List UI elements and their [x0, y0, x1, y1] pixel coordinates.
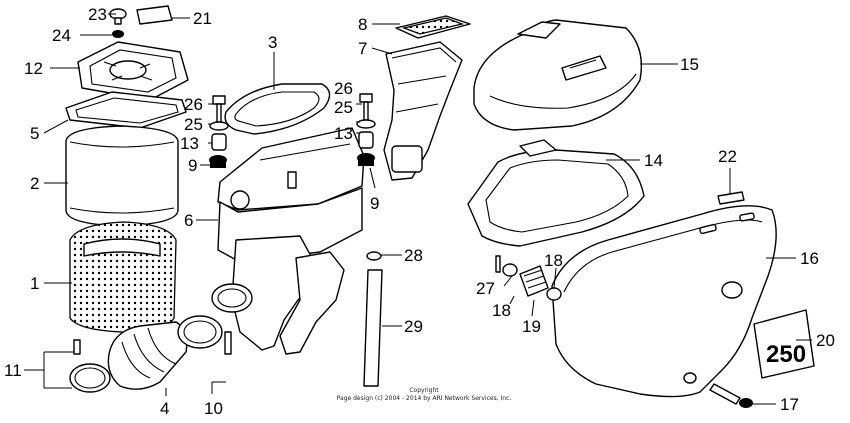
- label-20: 20: [816, 331, 835, 350]
- bolt-left: [212, 95, 226, 123]
- copyright-line-2: Page design (c) 2004 - 2014 by ARI Netwo…: [337, 395, 512, 402]
- connecting-tube: [107, 321, 188, 390]
- air-cleaner-element: [69, 221, 177, 333]
- label-11: 11: [4, 361, 22, 380]
- tube-clip: [366, 251, 382, 261]
- air-cleaner-case: [65, 125, 179, 227]
- label-7: 7: [358, 39, 367, 58]
- label-27: 27: [476, 279, 495, 298]
- label-29: 29: [404, 317, 423, 336]
- battery-cover: [473, 19, 643, 131]
- wing-bolt: [109, 8, 127, 25]
- collar-spring: [519, 265, 549, 297]
- label-8: 8: [358, 15, 367, 34]
- label-16: 16: [800, 249, 819, 268]
- label-26-left: 26: [184, 95, 203, 114]
- washer-left: [209, 121, 229, 131]
- label-14: 14: [644, 151, 663, 170]
- emblem-250: 250: [753, 309, 815, 379]
- side-cover-emblem-label: [717, 191, 745, 205]
- label-6: 6: [184, 211, 193, 230]
- intake-duct: [383, 41, 463, 181]
- nut: [112, 30, 124, 38]
- label-26-right: 26: [334, 79, 353, 98]
- band-screw-right: [224, 331, 232, 355]
- label-15: 15: [680, 55, 699, 74]
- tube-band-left: [69, 363, 111, 393]
- label-9-right: 9: [370, 194, 379, 213]
- bolt-right: [359, 93, 373, 121]
- emblem-text: 250: [766, 341, 806, 368]
- collar-right: [358, 131, 374, 149]
- label-28: 28: [404, 246, 423, 265]
- label-24: 24: [52, 26, 71, 45]
- washer-right: [356, 119, 376, 129]
- side-cover: [551, 205, 777, 398]
- label-13-left: 13: [180, 134, 199, 153]
- label-5: 5: [30, 124, 39, 143]
- grommet-b: [546, 287, 562, 301]
- side-cover-screw: [709, 383, 753, 408]
- label-21: 21: [193, 9, 212, 28]
- intake-screen: [395, 15, 471, 39]
- grommet-a: [502, 263, 518, 277]
- air-cleaner-cover: [77, 41, 189, 101]
- label-9-left: 9: [188, 156, 197, 175]
- label-23: 23: [88, 5, 107, 24]
- label-1: 1: [30, 274, 39, 293]
- pin: [495, 255, 501, 273]
- tube-band-right: [177, 315, 223, 349]
- label-13-right: 13: [334, 124, 353, 143]
- housing-gasket: [224, 83, 331, 135]
- label-25-right: 25: [334, 98, 353, 117]
- label-25-left: 25: [184, 115, 203, 134]
- air-cleaner-housing: [211, 127, 365, 355]
- air-cleaner-gasket: [65, 91, 187, 129]
- label-3: 3: [268, 33, 277, 52]
- leader-lines: [24, 13, 812, 405]
- copyright-notice: Copyright Page design (c) 2004 - 2014 by…: [337, 387, 512, 402]
- collar-left: [211, 133, 227, 151]
- label-12: 12: [24, 59, 43, 78]
- caution-label: [136, 5, 173, 25]
- drain-tube: [363, 269, 383, 387]
- label-10: 10: [204, 399, 223, 418]
- label-19: 19: [522, 317, 541, 336]
- grommet-right: [357, 153, 375, 166]
- copyright-line-1: Copyright: [409, 387, 439, 394]
- label-18-bottom: 18: [492, 301, 511, 320]
- label-2: 2: [30, 174, 39, 193]
- label-4: 4: [160, 399, 169, 418]
- part-labels: 23 24 21 12 5 2 1 3 6 26 25 13 9 26 25 1…: [4, 5, 835, 418]
- band-screw-left: [73, 339, 81, 355]
- battery-tray: [467, 139, 645, 247]
- label-22: 22: [718, 147, 737, 166]
- label-18-top: 18: [544, 251, 563, 270]
- grommet-left: [209, 155, 227, 168]
- label-17: 17: [780, 395, 799, 414]
